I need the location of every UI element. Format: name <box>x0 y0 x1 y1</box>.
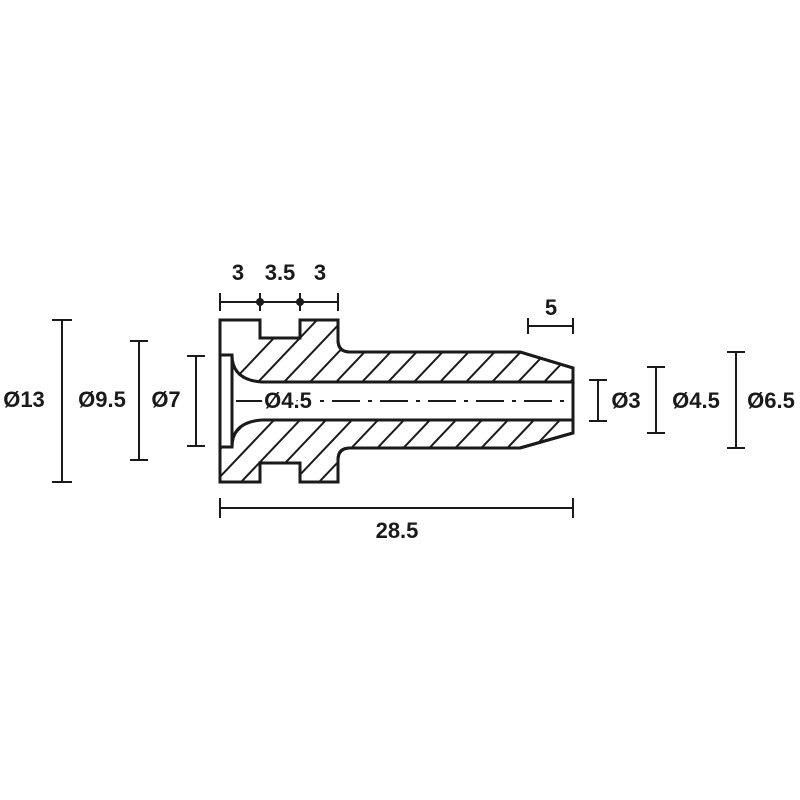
tip-diameter-dimension: Ø4.5 <box>647 366 720 434</box>
dim-recess-diameter: Ø7 <box>151 387 180 412</box>
dim-tip-length: 5 <box>545 295 557 320</box>
groove-diameter-dimension: Ø9.5 <box>78 340 148 461</box>
dim-bore-diameter: Ø4.5 <box>264 388 312 413</box>
flange-diameter-dimension: Ø13 <box>3 319 72 483</box>
recess-diameter-dimension: Ø7 <box>151 355 205 447</box>
dim-outlet-diameter: Ø3 <box>611 388 640 413</box>
part-outline <box>218 318 575 484</box>
dim-tip-diameter: Ø4.5 <box>672 388 720 413</box>
overall-length-dimension: 28.5 <box>219 498 574 543</box>
dim-slot-3: 3 <box>314 260 326 285</box>
dim-flange-diameter: Ø13 <box>3 387 45 412</box>
top-dimension: 3 3.5 3 <box>219 260 339 311</box>
dim-slot-1: 3 <box>232 260 244 285</box>
outlet-diameter-dimension: Ø3 <box>589 379 641 422</box>
tip-length-dimension: 5 <box>527 295 574 334</box>
dim-slot-2: 3.5 <box>265 260 296 285</box>
shaft-diameter-dimension: Ø6.5 <box>727 351 795 449</box>
dim-groove-diameter: Ø9.5 <box>78 387 126 412</box>
dim-overall-length: 28.5 <box>376 518 419 543</box>
dim-shaft-diameter: Ø6.5 <box>747 388 795 413</box>
